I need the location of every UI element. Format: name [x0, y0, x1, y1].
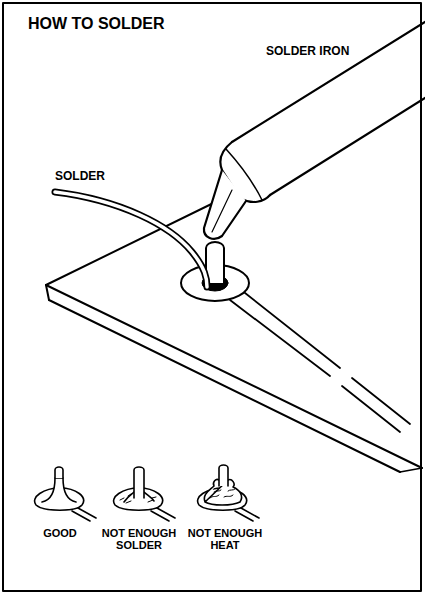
joint-label: NOT ENOUGH SOLDER	[97, 528, 181, 551]
joint-not-enough-solder	[114, 467, 175, 521]
joint-label: NOT ENOUGH HEAT	[183, 528, 267, 551]
joint-label: GOOD	[20, 528, 100, 540]
frame	[3, 3, 421, 591]
soldering-iron	[204, 22, 425, 239]
joint-good	[35, 467, 96, 521]
circuit-board	[46, 190, 422, 472]
title: HOW TO SOLDER	[28, 16, 165, 33]
part-label: SOLDER	[55, 170, 145, 183]
solder-wire	[55, 192, 207, 287]
joint-not-enough-heat	[198, 465, 259, 521]
copper-trace	[230, 289, 410, 432]
part-label: SOLDER IRON	[266, 45, 416, 58]
